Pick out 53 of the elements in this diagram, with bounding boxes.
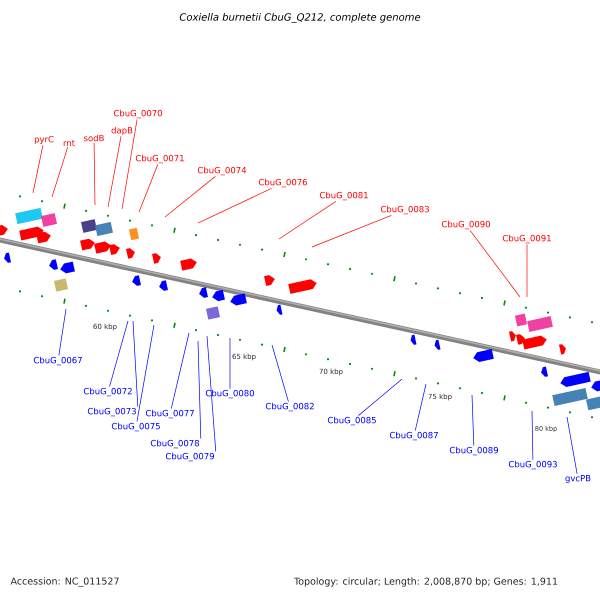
gene-label: rnt: [64, 140, 75, 146]
gene-label: CbuG_0091: [502, 234, 551, 244]
leader-line: [206, 336, 216, 452]
leader-line: [94, 142, 96, 206]
gene-label: CbuG_0093: [508, 460, 557, 470]
leader-line: [198, 188, 272, 224]
leader-line: [472, 394, 474, 446]
gene-label: CbuG_0089: [450, 446, 498, 456]
gene-label: sodB: [84, 134, 104, 142]
leader-line: [532, 410, 534, 460]
leader-line: [108, 136, 122, 208]
gene-label: CbuG_0087: [390, 432, 438, 440]
leader-line: [52, 146, 68, 198]
title: Coxiella burnetii CbuG_Q212, complete genome: [180, 13, 420, 23]
leader-line: [358, 378, 402, 416]
gene-label: CbuG_0076: [258, 178, 308, 188]
leader-line: [136, 324, 154, 422]
leader-line: [198, 340, 202, 439]
leader-line: [164, 176, 216, 218]
leader-line: [58, 308, 66, 356]
gene-label: CbuG_0082: [266, 402, 314, 412]
gene-label: CbuG_0083: [380, 206, 429, 214]
gene-label: CbuG_0081: [320, 192, 368, 200]
gene-label: CbuG_0085: [328, 416, 376, 426]
gene-label: CbuG_0070: [114, 110, 162, 118]
footer-text: Topology: circular; Length: 2,008,870 bp; Genes: 1,911: [294, 577, 558, 587]
gene-label: CbuG_0078: [150, 440, 200, 448]
leader-line: [122, 119, 138, 210]
leader-line: [312, 215, 392, 248]
leader-line: [566, 416, 578, 474]
gene-label: CbuG_0090: [442, 220, 490, 230]
leader-line: [272, 344, 289, 402]
leader-line: [278, 201, 336, 240]
gene-label: pyrC: [34, 136, 54, 144]
leader-line: [526, 244, 528, 298]
gene-label: dapB: [112, 126, 132, 136]
leader-line: [132, 320, 138, 407]
footer-text: Accession: NC_011527: [10, 577, 119, 587]
leader-line: [109, 320, 128, 387]
gene-label: CbuG_0071: [136, 154, 184, 164]
leader-line: [32, 144, 44, 194]
leader-line: [470, 230, 520, 298]
gene-label: CbuG_0067: [34, 356, 82, 366]
gene-label: CbuG_0075: [112, 422, 160, 432]
leader-line: [170, 332, 190, 409]
gene-label: gvcPB: [565, 475, 590, 483]
gene-label: CbuG_0077: [146, 410, 194, 418]
gene-label: CbuG_0074: [198, 166, 246, 176]
gene-label: CbuG_0079: [166, 452, 214, 462]
leader-line: [414, 384, 426, 431]
leader-line: [138, 164, 158, 212]
gene-label: CbuG_0073: [88, 408, 136, 416]
gene-label: CbuG_0072: [84, 388, 132, 396]
